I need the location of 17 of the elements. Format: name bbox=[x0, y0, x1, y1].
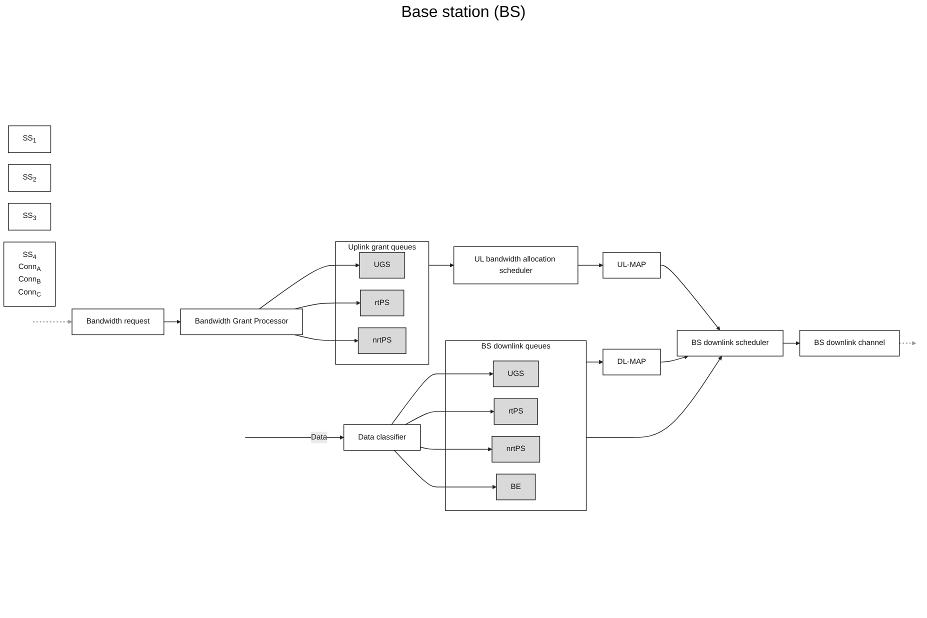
arrow bbox=[404, 410, 494, 426]
arrow bbox=[420, 447, 492, 452]
arrow bbox=[578, 263, 604, 268]
arrow bbox=[586, 360, 604, 364]
arrow bbox=[660, 355, 688, 363]
arrow bbox=[33, 320, 72, 324]
arrow bbox=[164, 320, 181, 324]
arrow bbox=[899, 341, 916, 346]
arrow bbox=[782, 341, 800, 346]
arrow bbox=[394, 450, 497, 490]
arrow bbox=[660, 265, 720, 331]
arrow bbox=[586, 356, 722, 438]
diagram-label: Base station (BS) bbox=[401, 4, 526, 22]
arrow bbox=[391, 372, 494, 426]
arrow bbox=[258, 263, 360, 310]
arrow bbox=[294, 301, 361, 310]
arrow bbox=[428, 263, 454, 268]
